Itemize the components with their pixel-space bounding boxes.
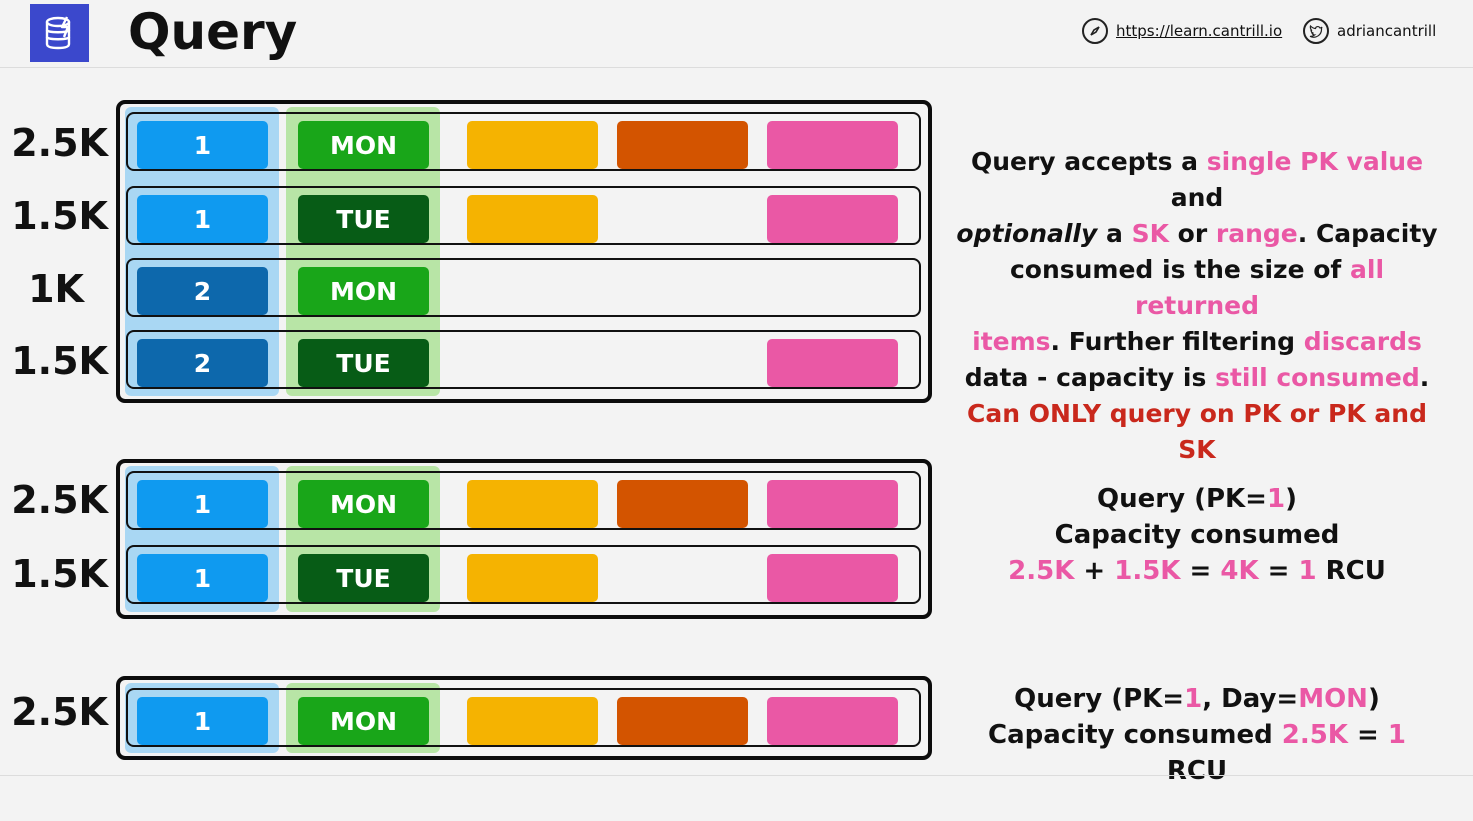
note-line: optionally a SK or range. Capacity — [956, 219, 1438, 248]
website-link[interactable]: https://learn.cantrill.io — [1116, 22, 1283, 40]
table-row: 1 MON — [126, 112, 921, 171]
twitter-handle[interactable]: adriancantrill — [1337, 22, 1437, 40]
attribute-cell — [467, 195, 598, 243]
sk-cell: MON — [298, 480, 429, 528]
note-line: items. Further filtering discards — [972, 327, 1422, 356]
table-row: 1 MON — [126, 471, 921, 530]
attribute-cell — [467, 480, 598, 528]
sk-cell: TUE — [298, 554, 429, 602]
item-size: 2.5K — [11, 478, 108, 522]
table-query-pk — [116, 459, 932, 619]
item-size: 1.5K — [11, 339, 108, 383]
attribute-cell — [617, 121, 748, 169]
table-row: 2 TUE — [126, 330, 921, 389]
attribute-cell — [617, 480, 748, 528]
note-line: 2.5K + 1.5K = 4K = 1 RCU — [1008, 556, 1386, 586]
attribute-cell — [467, 554, 598, 602]
note-line: Capacity consumed — [1054, 520, 1340, 550]
note-line: Query (PK=1) — [1097, 484, 1297, 514]
sk-cell: TUE — [298, 195, 429, 243]
attribute-cell — [617, 697, 748, 745]
item-size: 1.5K — [11, 194, 108, 238]
query-pk-day-note: Query (PK=1, Day=MON) Capacity consumed … — [958, 681, 1436, 789]
pk-cell: 1 — [137, 121, 268, 169]
pk-cell: 2 — [137, 267, 268, 315]
note-line: Query (PK=1, Day=MON) — [1014, 684, 1380, 714]
dynamodb-logo — [30, 4, 89, 62]
note-warning: Can ONLY query on PK or PK and SK — [967, 399, 1427, 464]
query-pk-note: Query (PK=1) Capacity consumed 2.5K + 1.… — [1000, 481, 1394, 589]
pk-cell: 1 — [137, 480, 268, 528]
pk-cell: 1 — [137, 554, 268, 602]
twitter-icon — [1303, 18, 1329, 44]
attribute-cell — [767, 480, 898, 528]
attribute-cell — [467, 697, 598, 745]
pk-cell: 1 — [137, 697, 268, 745]
attribute-cell — [767, 195, 898, 243]
pk-cell: 2 — [137, 339, 268, 387]
table-row: 1 MON — [126, 688, 921, 747]
table-all-items — [116, 100, 932, 403]
sk-cell: TUE — [298, 339, 429, 387]
note-line: Query accepts a single PK value and — [970, 147, 1424, 212]
item-size: 2.5K — [11, 121, 108, 165]
footer-divider — [0, 775, 1473, 776]
attribute-cell — [767, 697, 898, 745]
compass-icon — [1082, 18, 1108, 44]
note-line: Capacity consumed 2.5K = 1 RCU — [988, 720, 1406, 786]
attribute-cell — [767, 121, 898, 169]
note-line: data - capacity is still consumed. — [964, 363, 1430, 392]
query-explanation: Query accepts a single PK value and opti… — [944, 144, 1450, 468]
website-link-group: https://learn.cantrill.io — [1082, 18, 1282, 44]
item-size: 2.5K — [11, 690, 108, 734]
attribute-cell — [767, 339, 898, 387]
item-size: 1.5K — [11, 552, 108, 596]
pk-cell: 1 — [137, 195, 268, 243]
database-icon — [45, 16, 70, 50]
attribute-cell — [467, 121, 598, 169]
attribute-cell — [767, 554, 898, 602]
sk-cell: MON — [298, 267, 429, 315]
table-query-pk-day — [116, 676, 932, 760]
twitter-handle-group: adriancantrill — [1303, 18, 1436, 44]
table-row: 1 TUE — [126, 545, 921, 604]
header: Query https://learn.cantrill.io adrianca… — [0, 0, 1473, 68]
page-title: Query — [128, 3, 298, 61]
item-size: 1K — [28, 267, 84, 311]
table-row: 1 TUE — [126, 186, 921, 245]
note-line: consumed is the size of all returned — [1009, 255, 1385, 320]
sk-cell: MON — [298, 121, 429, 169]
sk-cell: MON — [298, 697, 429, 745]
table-row: 2 MON — [126, 258, 921, 317]
